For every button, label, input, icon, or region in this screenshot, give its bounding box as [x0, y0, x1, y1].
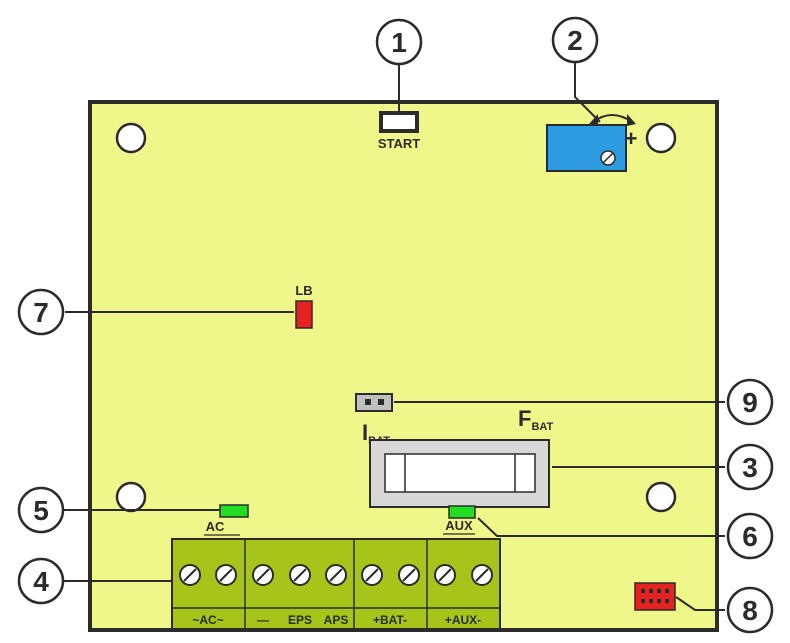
terminal-label-aux: +AUX- — [445, 613, 481, 627]
callout-8: 8 — [726, 586, 774, 634]
lb-led — [295, 300, 313, 329]
aux-led — [448, 505, 476, 519]
fbat-label: FBAT — [518, 406, 554, 433]
terminal-label-aps: APS — [324, 613, 349, 627]
callout-number: 2 — [567, 25, 583, 56]
terminal-block — [171, 538, 501, 630]
start-label: START — [378, 136, 420, 151]
callout-5: 5 — [17, 486, 65, 534]
ac-label: AC — [206, 519, 225, 534]
start-button — [379, 111, 419, 133]
callout-7: 7 — [17, 288, 65, 336]
aux-label: AUX — [445, 518, 473, 533]
callout-4: 4 — [17, 557, 65, 605]
mounting-hole-icon — [115, 481, 147, 513]
mounting-hole-icon — [115, 122, 147, 154]
callout-number: 8 — [742, 595, 758, 626]
plus-label: + — [625, 126, 638, 151]
terminal-label-ac: ~AC~ — [192, 613, 223, 627]
callout-number: 9 — [742, 387, 758, 418]
callout-6: 6 — [726, 512, 774, 560]
callout-number: 1 — [391, 27, 407, 58]
mounting-hole-icon — [645, 122, 677, 154]
lb-label: LB — [295, 283, 312, 298]
ibat-jumper — [355, 393, 393, 412]
terminal-label-bat: +BAT- — [373, 613, 407, 627]
leader-lines — [63, 62, 725, 611]
callout-3: 3 — [726, 443, 774, 491]
callout-number: 4 — [33, 566, 49, 597]
callout-number: 5 — [33, 495, 49, 526]
terminal-label-eps: EPS — [288, 613, 312, 627]
callout-9: 9 — [726, 378, 774, 426]
callout-number: 6 — [742, 521, 758, 552]
red-connector — [634, 582, 676, 611]
callout-number: 7 — [33, 297, 49, 328]
mounting-hole-icon — [645, 481, 677, 513]
ac-led — [219, 504, 249, 518]
terminal-label-minus: — — [257, 613, 269, 627]
callout-number: 3 — [742, 452, 758, 483]
callout-1: 1 — [375, 18, 423, 66]
voltage-potentiometer — [546, 124, 627, 172]
callout-2: 2 — [551, 16, 599, 64]
battery-fuse — [384, 453, 536, 493]
